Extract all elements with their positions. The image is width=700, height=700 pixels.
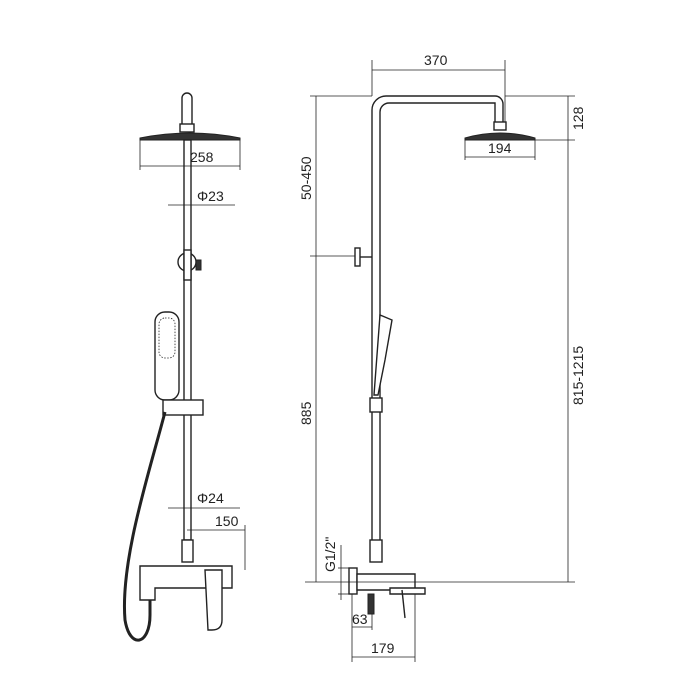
front-view: 258 Φ23 Φ24 150 — [122, 92, 246, 642]
mixer-lever — [204, 569, 223, 631]
dim-128: 128 — [570, 106, 586, 130]
side-hand-shower — [373, 313, 393, 396]
side-bracket — [354, 247, 361, 267]
side-inlet — [348, 567, 358, 595]
top-arm — [181, 92, 193, 125]
dim-phi23: Φ23 — [197, 188, 224, 204]
shower-head — [139, 132, 241, 141]
dim-63: 63 — [352, 611, 368, 627]
dim-194: 194 — [488, 140, 512, 156]
column-pipe — [183, 139, 192, 541]
dim-g12: G1/2" — [322, 537, 338, 572]
head-connector — [179, 123, 195, 133]
side-view: 370 128 815-1215 194 50-450 885 G1/2" 63… — [298, 52, 586, 662]
dim-phi24: Φ24 — [197, 490, 224, 506]
dim-179: 179 — [371, 640, 395, 656]
side-shower-head — [464, 132, 536, 141]
side-column-outer — [371, 95, 504, 545]
dim-370: 370 — [424, 52, 448, 68]
slider — [162, 399, 204, 416]
dim-885: 885 — [298, 401, 314, 425]
dim-815-1215: 815-1215 — [570, 346, 586, 405]
dim-258: 258 — [190, 149, 214, 165]
hose — [122, 411, 167, 642]
dim-50-450: 50-450 — [298, 156, 314, 200]
dim-150: 150 — [215, 513, 239, 529]
